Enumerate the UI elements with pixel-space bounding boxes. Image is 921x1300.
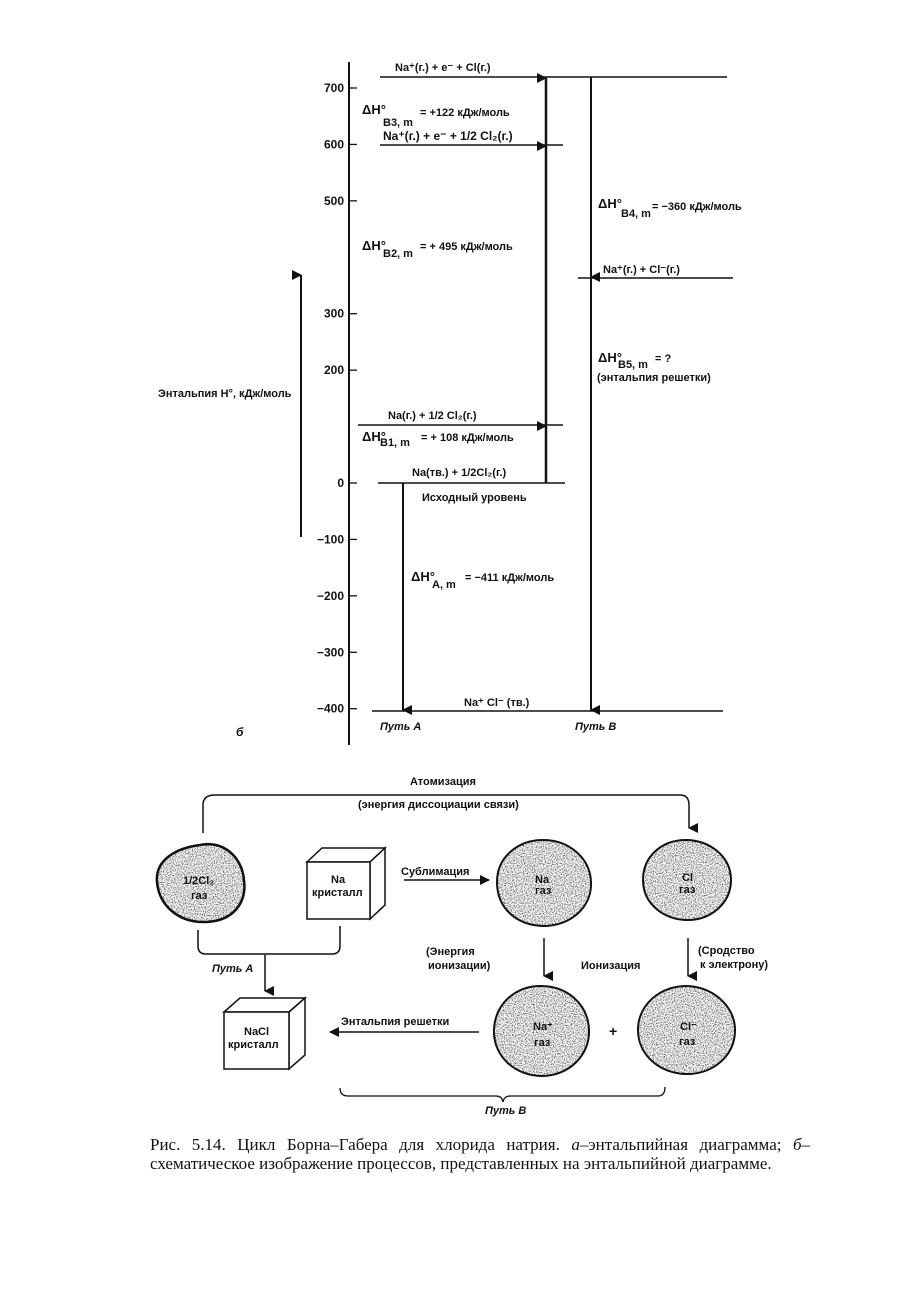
label-b3: ΔH° B3, m = +122 кДж/моль [362,102,510,129]
atomization-note: (энергия диссоциации связи) [358,799,519,811]
enthalpy-diagram: 700 600 500 300 200 0 −100 −200 −300 −400 Энтальп… [158,62,742,745]
svg-text:B4, m: B4, m [621,208,651,220]
svg-text:ΔH°: ΔH° [411,569,435,584]
caption-b-text: –схематическое изображение процессов, пр… [150,1135,810,1173]
na-ion-gas-particle: Na⁺ газ [492,984,591,1078]
svg-text:Na⁺: Na⁺ [533,1021,553,1033]
start-level-caption: Исходный уровень [422,492,527,504]
svg-text:= + 108 кДж/моль: = + 108 кДж/моль [421,432,514,444]
y-tick-label: 0 [337,476,344,490]
lattice-enthalpy-label: Энтальпия решетки [341,1016,449,1028]
svg-text:Na: Na [535,874,550,886]
process-schematic: Атомизация (энергия диссоциации связи) 1… [155,776,768,1117]
level-solid-label: Na⁺ Cl⁻ (тв.) [464,697,530,709]
nacl-crystal-cube: NaCl кристалл [222,996,307,1071]
na-crystal-cube: Na кристалл [305,846,387,921]
caption-a-text: –энтальпийная диаграмма; [579,1135,793,1154]
level-top-label: Na⁺(г.) + e⁻ + Cl(г.) [395,62,491,74]
part-letter-b: б [236,725,244,739]
y-tick-label: 500 [324,194,344,208]
svg-text:1/2Cl₂: 1/2Cl₂ [183,875,214,887]
y-tick-label: 200 [324,363,344,377]
svg-text:A, m: A, m [432,579,456,591]
axis-title: Энтальпия H°, кДж/моль [158,388,292,400]
svg-text:(энтальпия решетки): (энтальпия решетки) [597,372,711,384]
sublimation-label: Сублимация [401,866,469,878]
svg-text:газ: газ [679,1036,696,1048]
y-tick-label: −400 [317,702,344,716]
svg-text:= −360 кДж/моль: = −360 кДж/моль [652,201,742,213]
svg-text:Cl: Cl [682,872,693,884]
label-a: ΔH° A, m = −411 кДж/моль [411,569,554,591]
level-ions-gas-label: Na⁺(г.) + Cl⁻(г.) [603,264,680,276]
label-b5: ΔH° B5, m = ? (энтальпия решетки) [597,350,711,384]
svg-text:= +122 кДж/моль: = +122 кДж/моль [420,107,510,119]
y-tick-label: 700 [324,81,344,95]
svg-text:= −411 кДж/моль: = −411 кДж/моль [465,572,554,584]
svg-text:ΔH°: ΔH° [598,196,622,211]
label-b4: ΔH° B4, m = −360 кДж/моль [598,196,742,220]
svg-text:B5, m: B5, m [618,359,648,371]
svg-text:B2, m: B2, m [383,248,413,260]
svg-text:ΔH°: ΔH° [362,238,386,253]
ionization-energy-label-2: ионизации) [428,960,491,972]
caption-prefix: Рис. 5.14. Цикл Борна–Габера для хлорида… [150,1135,572,1154]
y-tick-label: −300 [317,645,344,659]
atomization-label: Атомизация [410,776,476,788]
svg-text:Cl⁻: Cl⁻ [680,1021,697,1033]
svg-text:B1, m: B1, m [380,437,410,449]
svg-text:газ: газ [679,884,696,896]
svg-text:B3, m: B3, m [383,117,413,129]
svg-text:Na: Na [331,874,346,886]
atomization-arrow [202,794,698,833]
na-gas-particle: Na газ [495,838,593,928]
path-b-schematic-label: Путь B [485,1105,526,1117]
cl2-gas-particle: 1/2Cl₂ газ [155,842,246,924]
path-a-schematic-label: Путь A [212,963,253,975]
y-tick-label: −200 [317,589,344,603]
y-axis-ticks: 700 600 500 300 200 0 −100 −200 −300 −400 [317,81,357,716]
figure-caption: Рис. 5.14. Цикл Борна–Габера для хлорида… [150,1135,810,1173]
path-b-label: Путь B [575,721,616,733]
ionization-energy-label-1: (Энергия [426,946,475,958]
svg-text:= ?: = ? [655,353,671,365]
ionization-label: Ионизация [581,960,640,972]
cl-gas-particle: Cl газ [641,838,733,922]
y-tick-label: −100 [317,532,344,546]
svg-text:газ: газ [191,890,208,902]
svg-text:ΔH°: ΔH° [362,102,386,117]
caption-b-letter: б [792,1135,802,1154]
svg-text:газ: газ [534,1037,551,1049]
path-a-bracket [197,926,341,955]
svg-text:ΔH°: ΔH° [362,429,386,444]
electron-affinity-label-2: к электрону) [700,959,768,971]
level-na-gas-label: Na(г.) + 1/2 Cl₂(г.) [388,410,477,422]
svg-text:газ: газ [535,885,552,897]
level-ionized-label: Na⁺(г.) + e⁻ + 1/2 Cl₂(г.) [383,129,513,143]
svg-text:NaCl: NaCl [244,1026,269,1038]
caption-a-letter: а [571,1135,580,1154]
cl-ion-gas-particle: Cl⁻ газ [636,984,737,1076]
plus-sign: + [609,1023,617,1039]
y-tick-label: 300 [324,307,344,321]
svg-text:кристалл: кристалл [312,887,363,899]
path-a-label: Путь A [380,721,421,733]
label-b2: ΔH° B2, m = + 495 кДж/моль [362,238,513,260]
energy-levels: Na⁺(г.) + e⁻ + Cl(г.) Na⁺(г.) + e⁻ + 1/2… [358,62,733,712]
electron-affinity-label-1: (Сродство [698,945,755,957]
path-b-brace [339,1086,666,1103]
svg-text:кристалл: кристалл [228,1039,279,1051]
level-start-label: Na(тв.) + 1/2Cl₂(г.) [412,467,507,479]
svg-text:= + 495 кДж/моль: = + 495 кДж/моль [420,241,513,253]
label-b1: ΔH° B1, m = + 108 кДж/моль [362,429,514,449]
svg-text:ΔH°: ΔH° [598,350,622,365]
y-tick-label: 600 [324,137,344,151]
